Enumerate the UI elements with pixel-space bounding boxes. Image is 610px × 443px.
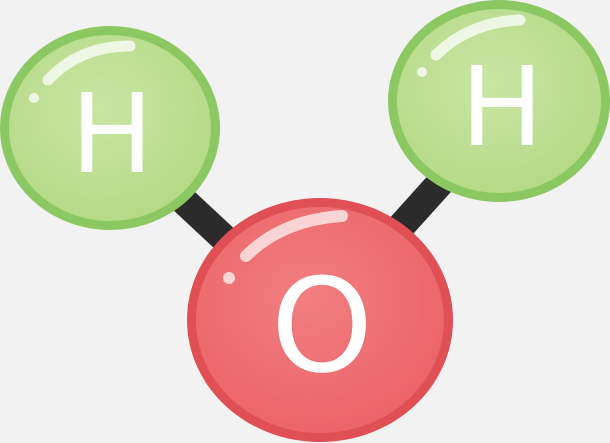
highlight-dot-right xyxy=(417,67,427,77)
highlight-dot-oxygen xyxy=(223,272,235,284)
atom-hydrogen-left: H xyxy=(0,26,220,230)
atom-label-oxygen: O xyxy=(271,250,373,402)
atom-label-hydrogen-right: H xyxy=(461,43,544,171)
atom-oxygen: O xyxy=(187,198,453,442)
highlight-dot-left xyxy=(29,93,39,103)
atom-label-hydrogen-left: H xyxy=(71,70,154,198)
highlight-right xyxy=(430,14,526,61)
highlight-left xyxy=(42,40,136,86)
highlight-oxygen xyxy=(240,210,348,262)
atom-hydrogen-right: H xyxy=(388,0,610,202)
